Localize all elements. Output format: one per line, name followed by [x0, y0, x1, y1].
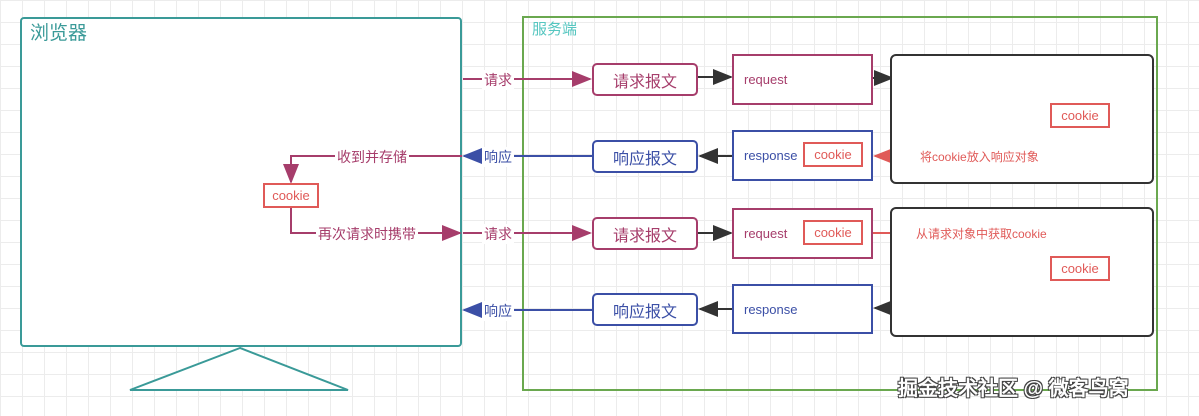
request-message-box-2: 请求报文: [592, 217, 698, 250]
response-cookie-1: cookie: [803, 142, 863, 167]
server-handler-2: [890, 207, 1154, 337]
request-label-2: 请求: [482, 224, 514, 244]
server-title: 服务端: [532, 21, 578, 38]
request-object-label-2: request: [744, 226, 788, 241]
request-cookie-2: cookie: [803, 220, 863, 245]
watermark: 掘金技术社区 @ 微客鸟窝: [898, 378, 1129, 400]
handler-cookie-2: cookie: [1050, 256, 1110, 281]
request-message-box-1: 请求报文: [592, 63, 698, 96]
browser-title: 浏览器: [30, 23, 88, 44]
request-object-box-1: request: [732, 54, 873, 105]
response-object-box-1: response: [732, 130, 873, 181]
handler-cookie-1: cookie: [1050, 103, 1110, 128]
browser-container: [20, 17, 462, 347]
response-message-box-2: 响应报文: [592, 293, 698, 326]
carry-label: 再次请求时携带: [316, 224, 418, 244]
monitor-stand-icon: [129, 346, 349, 391]
store-label: 收到并存储: [335, 147, 409, 167]
request-label-1: 请求: [482, 70, 514, 90]
server-container: [522, 16, 1158, 391]
response-label-2: 响应: [482, 301, 514, 321]
get-cookie-label: 从请求对象中获取cookie: [914, 225, 1049, 242]
response-object-box-2: response: [732, 284, 873, 334]
put-cookie-label: 将cookie放入响应对象: [918, 148, 1041, 165]
browser-cookie: cookie: [263, 183, 319, 208]
response-label-1: 响应: [482, 147, 514, 167]
response-message-box-1: 响应报文: [592, 140, 698, 173]
response-object-label-1: response: [744, 148, 798, 163]
